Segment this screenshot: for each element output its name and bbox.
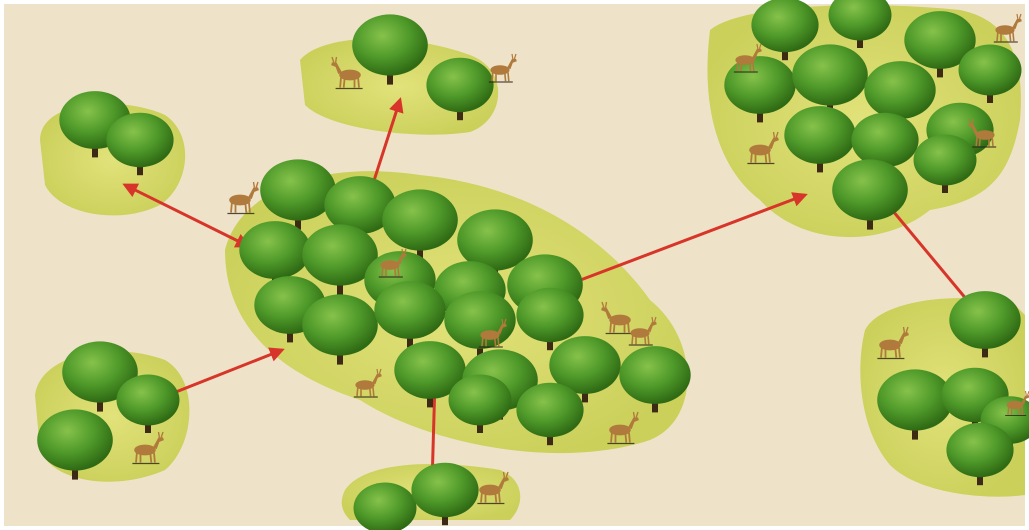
- habitat-corridor-diagram: [0, 0, 1029, 530]
